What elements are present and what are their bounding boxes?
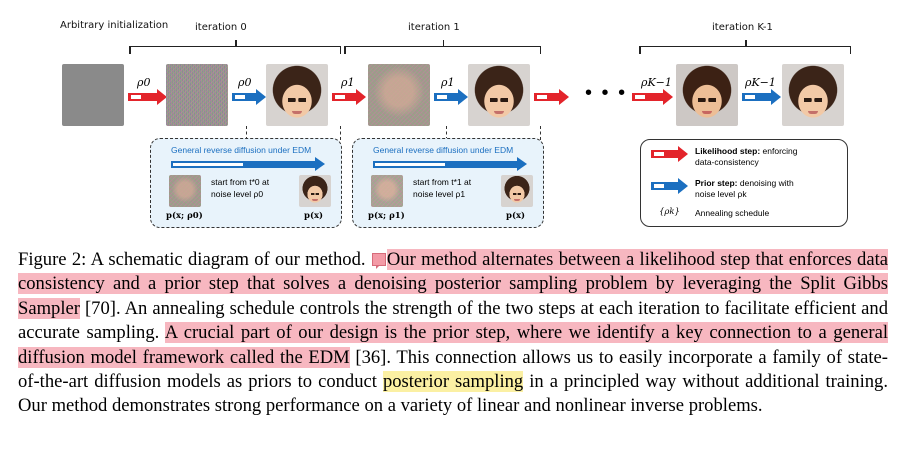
noise-level-text: noise level ρ0 bbox=[211, 189, 264, 199]
prior-arrow bbox=[232, 89, 266, 105]
prior-arrow bbox=[434, 89, 468, 105]
caption-text: [70]. An annealing schedule controls the… bbox=[18, 297, 888, 344]
rho-label: ρK−1 bbox=[745, 76, 776, 89]
noisy-image-0 bbox=[166, 64, 228, 126]
likelihood-arrow bbox=[128, 89, 167, 105]
brace-iteration-1 bbox=[344, 40, 541, 55]
brace-iteration-0 bbox=[129, 40, 341, 55]
likelihood-arrow bbox=[534, 89, 569, 105]
likelihood-arrow bbox=[332, 89, 366, 105]
data-dist-label: p(x) bbox=[304, 211, 324, 221]
caption-lead: Figure 2: A schematic diagram of our met… bbox=[18, 249, 371, 270]
data-dist-label: p(x) bbox=[506, 211, 526, 221]
rho-label: ρ1 bbox=[441, 76, 455, 89]
face-image-0 bbox=[266, 64, 328, 126]
comment-note-icon[interactable] bbox=[371, 253, 386, 269]
end-thumbnail bbox=[299, 175, 331, 207]
prior-dist-label: p(x; ρ1) bbox=[368, 211, 405, 221]
highlight-posterior-sampling[interactable]: posterior sampling bbox=[382, 371, 524, 393]
iteration-k-label: iteration K-1 bbox=[712, 22, 773, 33]
prior-dist-label: p(x; ρ0) bbox=[166, 211, 203, 221]
init-label: Arbitrary initialization bbox=[60, 20, 169, 31]
iteration-0-label: iteration 0 bbox=[195, 22, 247, 33]
reverse-diffusion-arrow bbox=[171, 157, 325, 171]
caption-text: [36]. This connection allows us to easil… bbox=[18, 346, 888, 393]
likelihood-arrow bbox=[632, 89, 673, 105]
dashed-connector bbox=[540, 126, 541, 140]
gray-init-image bbox=[62, 64, 124, 126]
rho-label: ρ1 bbox=[341, 76, 355, 89]
end-thumbnail bbox=[501, 175, 533, 207]
face-image-k-final bbox=[782, 64, 844, 126]
legend-schedule-text: Annealing schedule bbox=[695, 208, 770, 218]
edm-subpanel-1: General reverse diffusion under EDM star… bbox=[352, 138, 544, 228]
method-diagram: Arbitrary initialization iteration 0 ite… bbox=[60, 20, 851, 228]
edm-subpanel-0: General reverse diffusion under EDM star… bbox=[150, 138, 342, 228]
ellipsis: • • • bbox=[585, 82, 628, 104]
iteration-1-label: iteration 1 bbox=[408, 22, 460, 33]
start-thumbnail bbox=[169, 175, 201, 207]
subpanel-title: General reverse diffusion under EDM bbox=[171, 145, 312, 155]
start-text: start from t*1 at bbox=[413, 177, 472, 187]
dashed-connector bbox=[246, 126, 247, 140]
dashed-connector bbox=[446, 126, 447, 140]
dashed-connector bbox=[340, 126, 341, 140]
prior-arrow bbox=[742, 89, 781, 105]
reverse-diffusion-arrow bbox=[373, 157, 527, 171]
caption-text: in a principled way without additional t… bbox=[18, 371, 888, 417]
noise-level-text: noise level ρ1 bbox=[413, 189, 466, 199]
rho-label: ρ0 bbox=[137, 76, 151, 89]
subpanel-title: General reverse diffusion under EDM bbox=[373, 145, 514, 155]
noisy-image-1 bbox=[368, 64, 430, 126]
face-image-1 bbox=[468, 64, 530, 126]
start-text: start from t*0 at bbox=[211, 177, 270, 187]
legend-schedule-symbol: {ρk} bbox=[659, 207, 680, 217]
figure-caption: Figure 2: A schematic diagram of our met… bbox=[18, 248, 889, 419]
face-image-k-noisy bbox=[676, 64, 738, 126]
brace-iteration-k bbox=[639, 40, 851, 55]
legend-likelihood-arrow bbox=[651, 146, 688, 162]
rho-label: ρK−1 bbox=[641, 76, 672, 89]
start-thumbnail bbox=[371, 175, 403, 207]
legend-prior-arrow bbox=[651, 178, 688, 194]
rho-label: ρ0 bbox=[238, 76, 252, 89]
